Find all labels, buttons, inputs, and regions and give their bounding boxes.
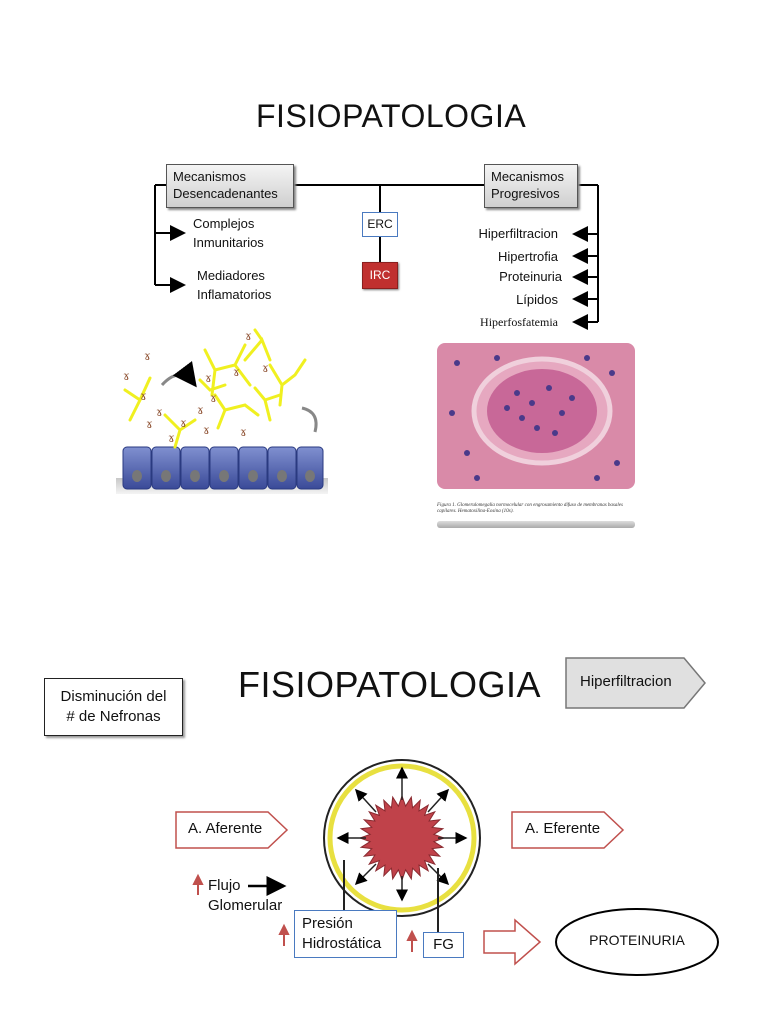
trigger-mechanisms-line1: Mecanismos bbox=[173, 169, 246, 184]
glomerular-flow-label: Flujo Glomerular bbox=[208, 876, 282, 915]
progressive-mechanisms-line2: Progresivos bbox=[491, 186, 560, 201]
hydrostatic-pressure-box: Presión Hidrostática bbox=[294, 910, 397, 958]
proteinuria-ellipse bbox=[555, 908, 719, 976]
erc-box: ERC bbox=[362, 212, 398, 237]
svg-text:ɤ: ɤ bbox=[123, 369, 130, 383]
proteinuria-arrow bbox=[483, 918, 542, 966]
proteinuria-result-label: PROTEINURIA bbox=[589, 932, 685, 948]
hydrostatic-pressure-line2: Hidrostática bbox=[302, 935, 382, 952]
nephron-decrease-box: Disminución del # de Nefronas bbox=[44, 678, 183, 736]
progressive-mechanisms-box: Mecanismos Progresivos bbox=[484, 164, 578, 208]
slide1-title: FISIOPATOLOGIA bbox=[256, 98, 527, 134]
increase-arrows bbox=[192, 873, 418, 952]
inflammatory-mediators-line1: Mediadores bbox=[197, 268, 265, 283]
efferent-arrow-shape bbox=[511, 811, 625, 849]
trigger-mechanisms-line2: Desencadenantes bbox=[173, 186, 278, 201]
progressive-mechanisms-line1: Mecanismos bbox=[491, 169, 564, 184]
inflammatory-mediators-line2: Inflamatorios bbox=[197, 287, 272, 302]
svg-text:ɤ: ɤ bbox=[262, 361, 269, 375]
hyperphosphatemia-item: Hiperfosfatemia bbox=[480, 315, 558, 329]
svg-text:ɤ: ɤ bbox=[233, 365, 240, 379]
irc-box: IRC bbox=[362, 262, 398, 289]
immune-complexes-line2: Inmunitarios bbox=[193, 235, 264, 250]
lipids-item: Lípidos bbox=[516, 292, 558, 307]
svg-text:ɤ: ɤ bbox=[245, 329, 252, 343]
immune-complexes-label: Complejos Inmunitarios bbox=[193, 214, 264, 252]
hyperfiltration-item: Hiperfiltracion bbox=[478, 226, 558, 241]
svg-text:ɤ: ɤ bbox=[146, 417, 153, 431]
immune-complex-particles: ɤ ɤ ɤ ɤ ɤ ɤ ɤ ɤ ɤ ɤ ɤ ɤ ɤ ɤ ɤ bbox=[123, 329, 269, 445]
glomerular-flow-line1: Flujo bbox=[208, 877, 241, 894]
slide2-title: FISIOPATOLOGIA bbox=[238, 664, 542, 705]
irc-label: IRC bbox=[369, 268, 391, 282]
immune-complexes-line1: Complejos bbox=[193, 216, 255, 231]
histology-caption: Figura 1. Glomerulomegalia normocelular … bbox=[437, 503, 623, 514]
inflammatory-mediators-label: Mediadores Inflamatorios bbox=[197, 266, 271, 304]
svg-text:ɤ: ɤ bbox=[203, 423, 210, 437]
svg-text:ɤ: ɤ bbox=[168, 431, 175, 445]
erc-label: ERC bbox=[367, 217, 393, 231]
proteinuria-item: Proteinuria bbox=[499, 269, 562, 284]
hydrostatic-pressure-line1: Presión bbox=[302, 915, 353, 932]
afferent-label: A. Aferente bbox=[188, 820, 263, 837]
curved-arrow-icon bbox=[160, 361, 197, 388]
svg-text:ɤ: ɤ bbox=[197, 403, 204, 417]
histology-figure: Figura 1. Glomerulomegalia normocelular … bbox=[437, 343, 635, 529]
efferent-label: A. Eferente bbox=[525, 820, 601, 837]
fg-label: FG bbox=[433, 936, 454, 953]
nephron-decrease-line2: # de Nefronas bbox=[66, 708, 161, 725]
histology-image bbox=[437, 343, 635, 489]
svg-text:ɤ: ɤ bbox=[205, 371, 212, 385]
epithelial-cells bbox=[122, 446, 324, 490]
svg-text:ɤ: ɤ bbox=[140, 389, 147, 403]
hyperfiltration-label: Hiperfiltracion bbox=[580, 673, 672, 690]
glomerular-flow-line2: Glomerular bbox=[208, 897, 283, 914]
caption-underline bbox=[437, 521, 635, 528]
svg-text:ɤ: ɤ bbox=[210, 391, 217, 405]
glomerulus-ring bbox=[327, 763, 477, 913]
antibody-network bbox=[123, 328, 307, 449]
trigger-mechanisms-box: Mecanismos Desencadenantes bbox=[166, 164, 294, 208]
nephron-decrease-line1: Disminución del bbox=[60, 688, 167, 705]
curved-arrow-icon-2 bbox=[301, 406, 318, 433]
hypertrophy-item: Hipertrofia bbox=[498, 249, 558, 264]
afferent-arrow-shape bbox=[175, 811, 289, 849]
fg-box: FG bbox=[423, 932, 464, 958]
svg-text:ɤ: ɤ bbox=[144, 349, 151, 363]
svg-text:ɤ: ɤ bbox=[180, 416, 187, 430]
hyperfiltration-pentagon bbox=[565, 657, 706, 709]
svg-text:ɤ: ɤ bbox=[156, 405, 163, 419]
svg-text:ɤ: ɤ bbox=[240, 425, 247, 439]
